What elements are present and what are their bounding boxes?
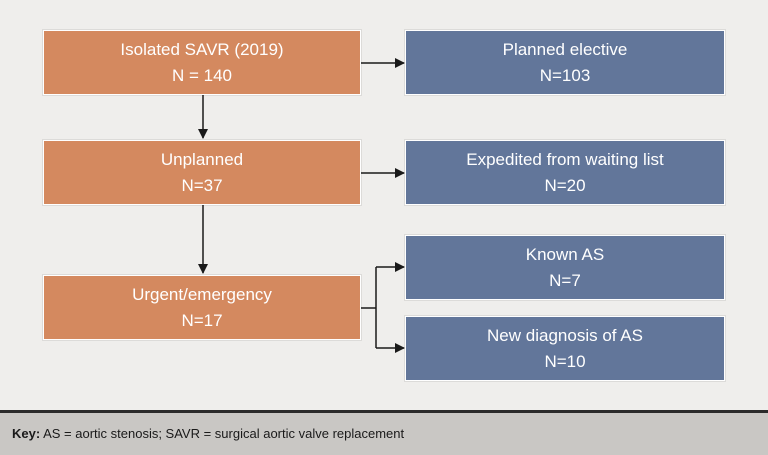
key-footer: Key: AS = aortic stenosis; SAVR = surgic…: [0, 410, 768, 455]
planned-elective-box: Planned elective N=103: [405, 30, 725, 95]
key-label: Key:: [12, 426, 41, 441]
urgent-emergency-count: N=17: [181, 310, 223, 330]
urgent-emergency-box: Urgent/emergency N=17: [43, 275, 361, 340]
isolated-savr-box: Isolated SAVR (2019) N = 140: [43, 30, 361, 95]
known-as-count: N=7: [549, 270, 581, 290]
isolated-savr-count: N = 140: [171, 65, 232, 85]
known-as-box: Known AS N=7: [405, 235, 725, 300]
urgent-emergency-title: Urgent/emergency: [132, 284, 272, 304]
flow-diagram: Isolated SAVR (2019) N = 140 Planned ele…: [43, 30, 725, 381]
known-as-title: Known AS: [525, 244, 605, 264]
expedited-box: Expedited from waiting list N=20: [405, 140, 725, 205]
new-diagnosis-box: New diagnosis of AS N=10: [405, 316, 725, 381]
unplanned-count: N=37: [181, 175, 223, 195]
isolated-savr-title: Isolated SAVR (2019): [120, 39, 284, 59]
planned-elective-title: Planned elective: [502, 39, 628, 59]
key-text: AS = aortic stenosis; SAVR = surgical ao…: [40, 426, 405, 441]
unplanned-title: Unplanned: [160, 149, 244, 169]
expedited-title: Expedited from waiting list: [466, 149, 664, 169]
new-diagnosis-title: New diagnosis of AS: [487, 325, 643, 345]
unplanned-box: Unplanned N=37: [43, 140, 361, 205]
planned-elective-count: N=103: [539, 65, 591, 85]
connector-lines: [198, 58, 405, 353]
expedited-count: N=20: [544, 175, 586, 195]
new-diagnosis-count: N=10: [544, 351, 586, 371]
